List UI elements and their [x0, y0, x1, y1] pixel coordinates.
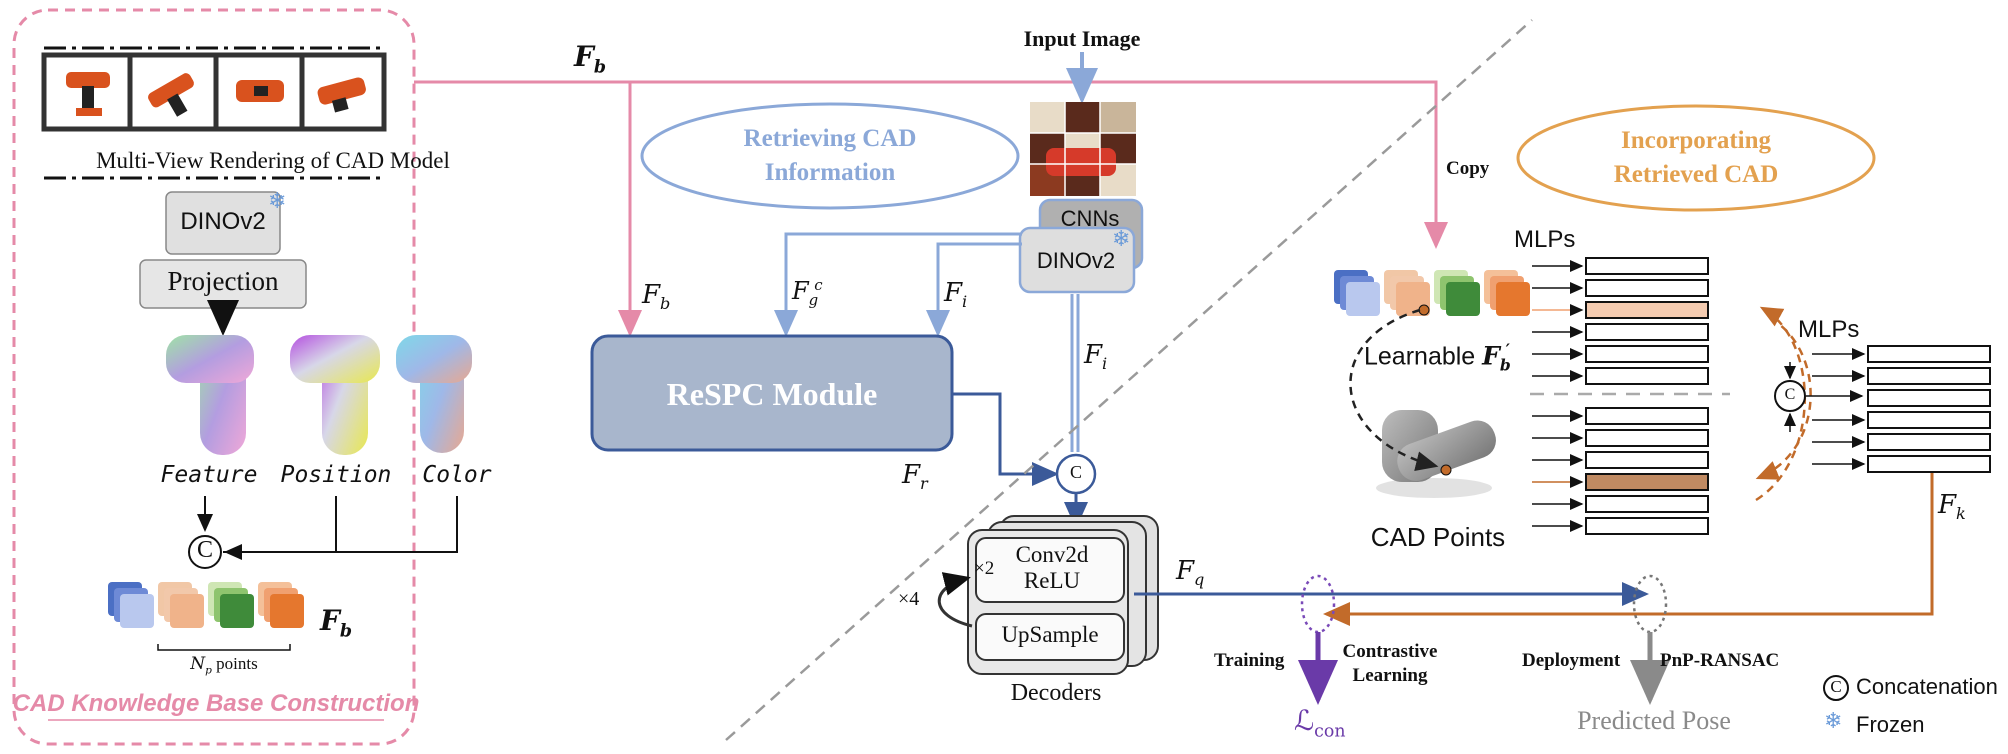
divider-line	[725, 19, 1533, 741]
point-cloud-feature	[166, 335, 254, 455]
mlp-stack-right	[1812, 345, 1991, 473]
fgc-label: Fgc	[792, 276, 823, 309]
legend-concat-icon	[1823, 675, 1849, 701]
point-cloud-color	[396, 335, 472, 453]
mlps-label-left: MLPs	[1514, 226, 1576, 253]
projection-label: Projection	[167, 266, 279, 296]
concat-label-right: C	[1784, 386, 1796, 403]
drill-view-2	[148, 73, 194, 117]
dinov2-box-center	[1018, 226, 1136, 294]
upsample-label: UpSample	[1001, 622, 1099, 647]
cad-points-cloud	[1376, 410, 1496, 498]
incorporating-ellipse	[1516, 104, 1876, 212]
point-cloud-position	[290, 335, 380, 455]
drill-view-4	[317, 77, 366, 113]
multi-view-rendering	[41, 46, 387, 180]
attr-color: Color	[422, 462, 492, 488]
deployment-node	[1632, 574, 1668, 634]
deployment-label: Deployment	[1522, 650, 1621, 671]
training-node	[1300, 574, 1336, 634]
attr-feature: Feature	[160, 462, 258, 488]
training-label: Training	[1214, 650, 1285, 671]
upsample-box	[975, 613, 1125, 661]
snowflake-icon: ❄	[268, 188, 287, 213]
concat-label-center: C	[1069, 462, 1083, 482]
cad-points-label: CAD Points	[1370, 522, 1506, 552]
snowflake-icon: ❄	[1824, 708, 1843, 733]
fi-b-label: Fi	[1084, 340, 1108, 374]
mlp-stack-left	[1532, 257, 1709, 535]
x2-label: ×2	[974, 558, 995, 579]
snowflake-icon: ❄	[1112, 226, 1131, 251]
copy-label: Copy	[1446, 158, 1490, 179]
cnns-label: CNNs	[1060, 206, 1120, 231]
concat-node-left	[188, 535, 222, 569]
fr-label: Fr	[902, 460, 928, 494]
fb-feature-stack	[108, 582, 304, 651]
input-image	[1030, 102, 1136, 196]
input-image-label: Input Image	[1023, 26, 1141, 51]
fi-a-label: Fi	[944, 278, 968, 312]
lcon-label: ℒcon	[1294, 704, 1346, 742]
panel-caption: CAD Knowledge Base Construction	[12, 690, 420, 717]
dinov2-box-left	[165, 191, 281, 255]
drill-view-3	[236, 80, 284, 102]
rendering-label: Multi-View Rendering of CAD Model	[96, 148, 450, 173]
concat-node-center	[1055, 453, 1097, 495]
learnable-fb-stack	[1334, 270, 1530, 316]
drill-view-1	[66, 72, 110, 116]
fb-left-label: Fb	[320, 604, 353, 642]
retrieving-cad-ellipse	[640, 102, 1020, 210]
fb-top-label: Fb	[574, 40, 607, 78]
fb-mid-label: Fb	[642, 280, 671, 314]
legend-frozen: Frozen	[1856, 712, 1925, 737]
mlps-label-right: MLPs	[1798, 316, 1860, 343]
decoders-label: Decoders	[1010, 680, 1102, 706]
conv-relu-box	[975, 537, 1125, 603]
fq-label: Fq	[1176, 556, 1205, 590]
correspondence-link	[1349, 308, 1439, 471]
legend-concat-symbol: C	[1830, 677, 1842, 696]
exchange-arrow-down	[1755, 316, 1812, 480]
respc-label: ReSPC Module	[666, 376, 878, 412]
x4-label: ×4	[898, 588, 920, 610]
learnable-fb-label: Learnable Fb′	[1364, 340, 1511, 375]
concat-label-left: C	[196, 537, 214, 563]
legend-concatenation: Concatenation	[1856, 674, 1998, 699]
predicted-pose-label: Predicted Pose	[1577, 706, 1731, 735]
loop-arrow	[937, 572, 973, 628]
concat-node-right	[1774, 380, 1806, 412]
pnp-ransac-label: PnP-RANSAC	[1660, 650, 1780, 671]
attr-position: Position	[280, 462, 392, 488]
np-points-label: Np points	[190, 654, 258, 677]
dinov2-left-label: DINOv2	[180, 208, 266, 235]
dinov2-center-label: DINOv2	[1036, 248, 1116, 273]
fk-label: Fk	[1938, 490, 1966, 524]
